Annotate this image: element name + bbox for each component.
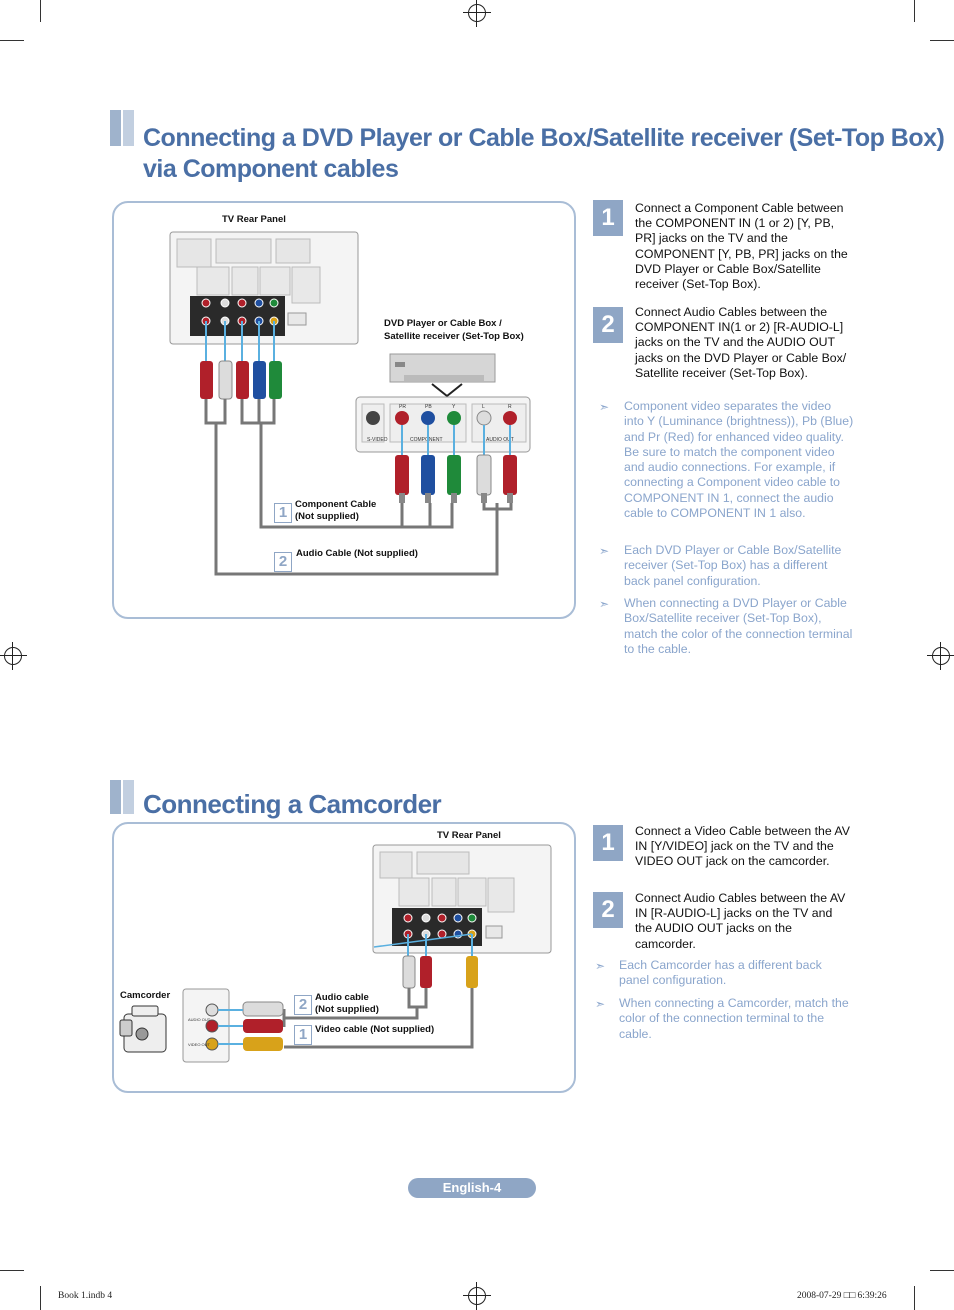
section2-title: Connecting a Camcorder [143, 789, 442, 819]
dvd-y-label: Y [452, 404, 456, 410]
note-text: Each Camcorder has a different back pane… [619, 958, 822, 988]
component-cable-label-line1: Component Cable [295, 499, 377, 510]
dvd-side-plugs [395, 425, 517, 503]
note-arrow-icon: ➣ [595, 959, 606, 973]
camcorder-connection-diagram: AUDIO OUT VIDEO OUT [119, 844, 552, 1063]
section-title-marker [110, 110, 134, 146]
crop-mark [930, 40, 954, 41]
note-arrow-icon: ➣ [599, 400, 610, 414]
registration-mark-icon [0, 642, 27, 670]
registration-mark-icon [927, 642, 954, 670]
cables-dvd [204, 399, 513, 576]
dvd-l-label: L [482, 404, 485, 410]
step-text: Connect a Component Cable between the CO… [635, 201, 848, 292]
dvd-pr-label: PR [399, 404, 406, 410]
section1-title-line2: via Component cables [143, 155, 399, 183]
registration-mark-icon [463, 0, 491, 27]
note-text: When connecting a DVD Player or Cable Bo… [624, 596, 853, 656]
step-number: 1 [593, 825, 623, 861]
note-text: Component video separates the video into… [624, 399, 854, 521]
camcorder-icon [119, 1005, 167, 1053]
audio-cable-label-line1: Audio cable [315, 992, 369, 1003]
dvd-connection-diagram: S-VIDEO COMPONENT AUDIO OUT PR PB Y L R [169, 231, 531, 576]
camcorder-label: Camcorder [120, 990, 171, 1001]
step-text: Connect Audio Cables between the AV IN [… [635, 891, 846, 951]
slug-timestamp: 2008-07-29 □□ 6:39:26 [797, 1291, 887, 1301]
crop-mark [0, 1270, 24, 1271]
tv-rear-panel [372, 844, 552, 954]
section-title-marker [110, 780, 134, 814]
audio-cable-label: Audio Cable (Not supplied) [296, 548, 418, 559]
cables-camcorder [282, 988, 474, 1049]
component-cable-label-line2: (Not supplied) [295, 511, 359, 522]
dvd-pb-label: PB [425, 404, 432, 410]
video-cable-label: Video cable (Not supplied) [315, 1024, 435, 1035]
video-cable-badge: 1 [294, 1025, 312, 1045]
component-cable-badge: 1 [274, 503, 292, 523]
audio-cable-badge: 2 [294, 995, 312, 1015]
step-number: 2 [593, 892, 623, 928]
tv-side-plugs [200, 321, 282, 400]
dvd-player-label-line2: Satellite receiver (Set-Top Box) [384, 331, 524, 342]
slug-file: Book 1.indb 4 [58, 1291, 113, 1301]
registration-mark-icon [463, 1282, 491, 1310]
note-arrow-icon: ➣ [595, 997, 606, 1011]
note-arrow-icon: ➣ [599, 597, 610, 611]
dvd-component-label: COMPONENT [410, 437, 443, 443]
dvd-audio-out-label: AUDIO OUT [486, 437, 514, 443]
step-number: 2 [593, 307, 623, 343]
dvd-r-label: R [508, 404, 512, 410]
note-text: Each DVD Player or Cable Box/Satellite r… [624, 543, 842, 588]
cam-audio-out-label: AUDIO OUT [188, 1017, 211, 1022]
audio-cable-label-line2: (Not supplied) [315, 1004, 379, 1015]
step-text: Connect a Video Cable between the AV IN … [635, 824, 850, 869]
cam-video-out-label: VIDEO OUT [188, 1042, 211, 1047]
page-number-badge: English-4 [408, 1178, 536, 1198]
note-arrow-icon: ➣ [599, 544, 610, 558]
crop-mark [930, 1270, 954, 1271]
section1-title-line1: Connecting a DVD Player or Cable Box/Sat… [143, 124, 945, 152]
dvd-svideo-label: S-VIDEO [367, 437, 388, 443]
audio-cable-badge: 2 [274, 552, 292, 572]
tv-rear-panel [169, 231, 359, 345]
tv-rear-panel-label: TV Rear Panel [222, 214, 286, 225]
dvd-player-label-line1: DVD Player or Cable Box / [384, 318, 502, 329]
crop-mark [914, 1286, 915, 1310]
tv-side-plugs [373, 933, 478, 989]
dvd-player: S-VIDEO COMPONENT AUDIO OUT PR PB Y L R [355, 353, 531, 453]
step-number: 1 [593, 200, 623, 236]
crop-mark [40, 1286, 41, 1310]
camcorder-jack-panel: AUDIO OUT VIDEO OUT [182, 988, 284, 1063]
step-text: Connect Audio Cables between the COMPONE… [635, 305, 847, 380]
tv-rear-panel-label: TV Rear Panel [437, 830, 501, 841]
crop-mark [0, 40, 24, 41]
crop-mark [40, 0, 41, 22]
crop-mark [914, 0, 915, 22]
note-text: When connecting a Camcorder, match the c… [619, 996, 849, 1041]
